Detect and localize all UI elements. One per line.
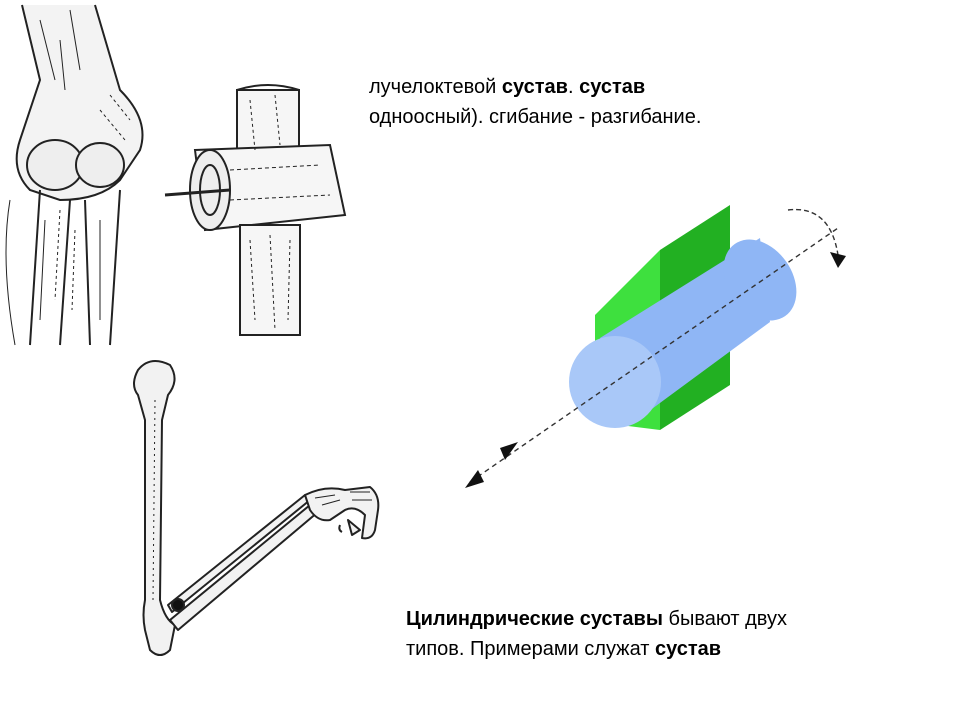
bottom-line1-bold: Цилиндрические суставы [406,608,663,630]
top-caption: лучелоктевой сустав. сустав одноосный). … [369,72,701,132]
bottom-caption: Цилиндрические суставы бывают двух типов… [406,604,787,664]
top-caption-line2: одноосный). сгибание - разгибание. [369,106,702,128]
top-caption-line1: лучелоктевой сустав. сустав [369,72,701,102]
axis-arrow-left-icon [465,470,484,488]
bottom-caption-line2: типов. Примерами служат сустав [406,634,787,664]
arm-skeleton-sketch [133,360,380,656]
rotation-axis [469,227,839,483]
bottom-caption-line1: Цилиндрические суставы бывают двух [406,604,787,634]
cylinder-back-end [723,239,797,321]
top-line1-sep: . [567,76,580,98]
top-line1-bold-1: сустав [501,76,568,98]
top-line1-bold-2: сустав [579,76,646,98]
top-line1-text: лучелоктевой [369,76,502,98]
cylinder-front-face [569,336,661,428]
bottom-line2-text: типов. Примерами служат [406,638,655,660]
bottom-line1-text: бывают двух [662,608,787,630]
axis-arrow-right-icon [500,442,518,460]
rotation-arrow-icon [830,252,846,268]
rotation-arc [787,208,839,256]
bottom-line2-bold: сустав [654,638,722,660]
elbow-joint-sketch [5,4,347,346]
